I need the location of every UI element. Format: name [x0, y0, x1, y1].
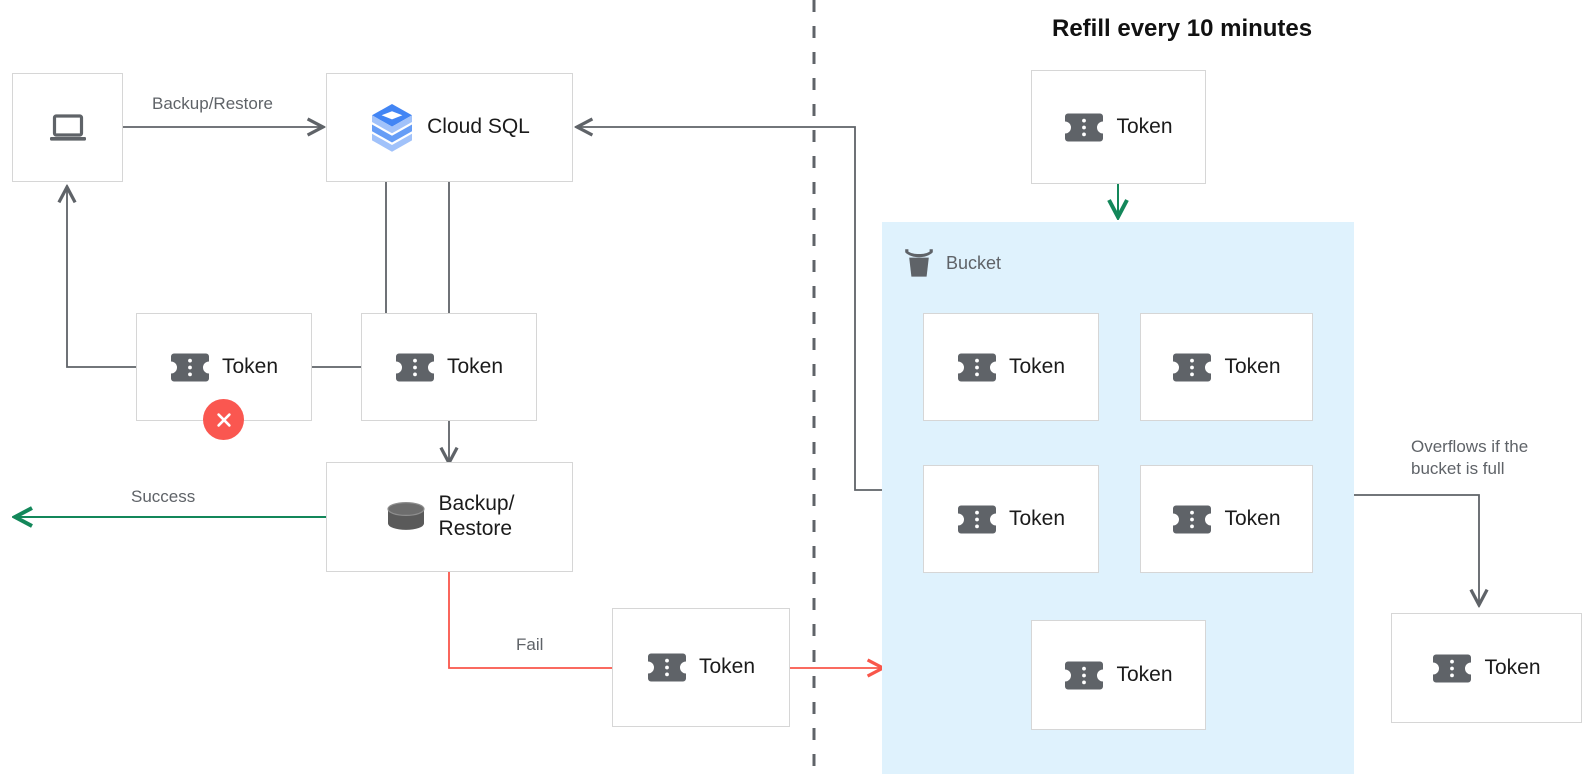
node-token-accepted[interactable]: Token: [361, 313, 537, 421]
token-icon: [957, 353, 996, 381]
node-bucket-token-5-label: Token: [1116, 662, 1173, 686]
edge-backup-fail: [448, 572, 612, 669]
node-bucket-token-4-label: Token: [1224, 506, 1281, 530]
node-bucket-token-4[interactable]: Token: [1140, 465, 1313, 573]
edge-token-rejected-to-client: [67, 188, 136, 368]
node-token-overflow-label: Token: [1484, 655, 1541, 679]
edge-label-backup-restore: Backup/Restore: [152, 94, 273, 113]
token-icon: [647, 653, 686, 682]
node-bucket-token-1-label: Token: [1008, 354, 1066, 378]
node-backup-restore-label: Backup/ Restore: [438, 492, 515, 540]
token-icon: [1065, 661, 1104, 689]
node-token-fail[interactable]: Token: [612, 608, 790, 727]
edge-bucket-overflow: [1354, 494, 1479, 604]
edge-label-success: Success: [131, 487, 196, 506]
laptop-icon: [49, 113, 86, 141]
node-bucket-token-2[interactable]: Token: [1140, 313, 1313, 421]
page-title: Refill every 10 minutes: [1052, 15, 1313, 42]
node-cloud-sql-label: Cloud SQL: [427, 115, 530, 139]
edge-bucket-to-cloudsql: [578, 127, 882, 491]
status-badge-error: [203, 399, 244, 440]
node-bucket-token-5[interactable]: Token: [1031, 620, 1206, 730]
edge-label-fail: Fail: [516, 635, 544, 654]
node-backup-restore[interactable]: Backup/ Restore: [326, 462, 573, 572]
node-bucket-token-3-label: Token: [1008, 506, 1066, 530]
token-icon: [957, 505, 996, 533]
node-client[interactable]: [12, 73, 123, 182]
node-token-refill-label: Token: [1116, 114, 1173, 138]
token-icon: [170, 353, 209, 381]
node-token-overflow[interactable]: Token: [1391, 613, 1582, 723]
node-token-rejected-label: Token: [221, 354, 279, 378]
bucket-icon: [905, 249, 933, 277]
edge-label-overflow: Overflows if the bucket is full: [1411, 437, 1529, 479]
token-icon: [1065, 113, 1104, 141]
node-bucket-token-1[interactable]: Token: [923, 313, 1099, 421]
token-icon: [395, 353, 434, 381]
node-token-fail-label: Token: [698, 655, 756, 679]
bucket-label: Bucket: [946, 252, 1002, 273]
token-icon: [1173, 505, 1212, 533]
node-cloud-sql[interactable]: Cloud SQL: [326, 73, 573, 182]
bucket-header: Bucket: [902, 248, 1001, 278]
token-icon: [1433, 654, 1472, 682]
node-bucket-token-3[interactable]: Token: [923, 465, 1099, 573]
close-circle-icon: [216, 412, 231, 427]
token-icon: [1173, 353, 1212, 381]
database-icon: [386, 501, 425, 530]
node-token-accepted-label: Token: [446, 354, 504, 378]
node-token-refill[interactable]: Token: [1031, 70, 1206, 184]
cloud-sql-icon: [372, 103, 413, 152]
node-bucket-token-2-label: Token: [1224, 354, 1281, 378]
